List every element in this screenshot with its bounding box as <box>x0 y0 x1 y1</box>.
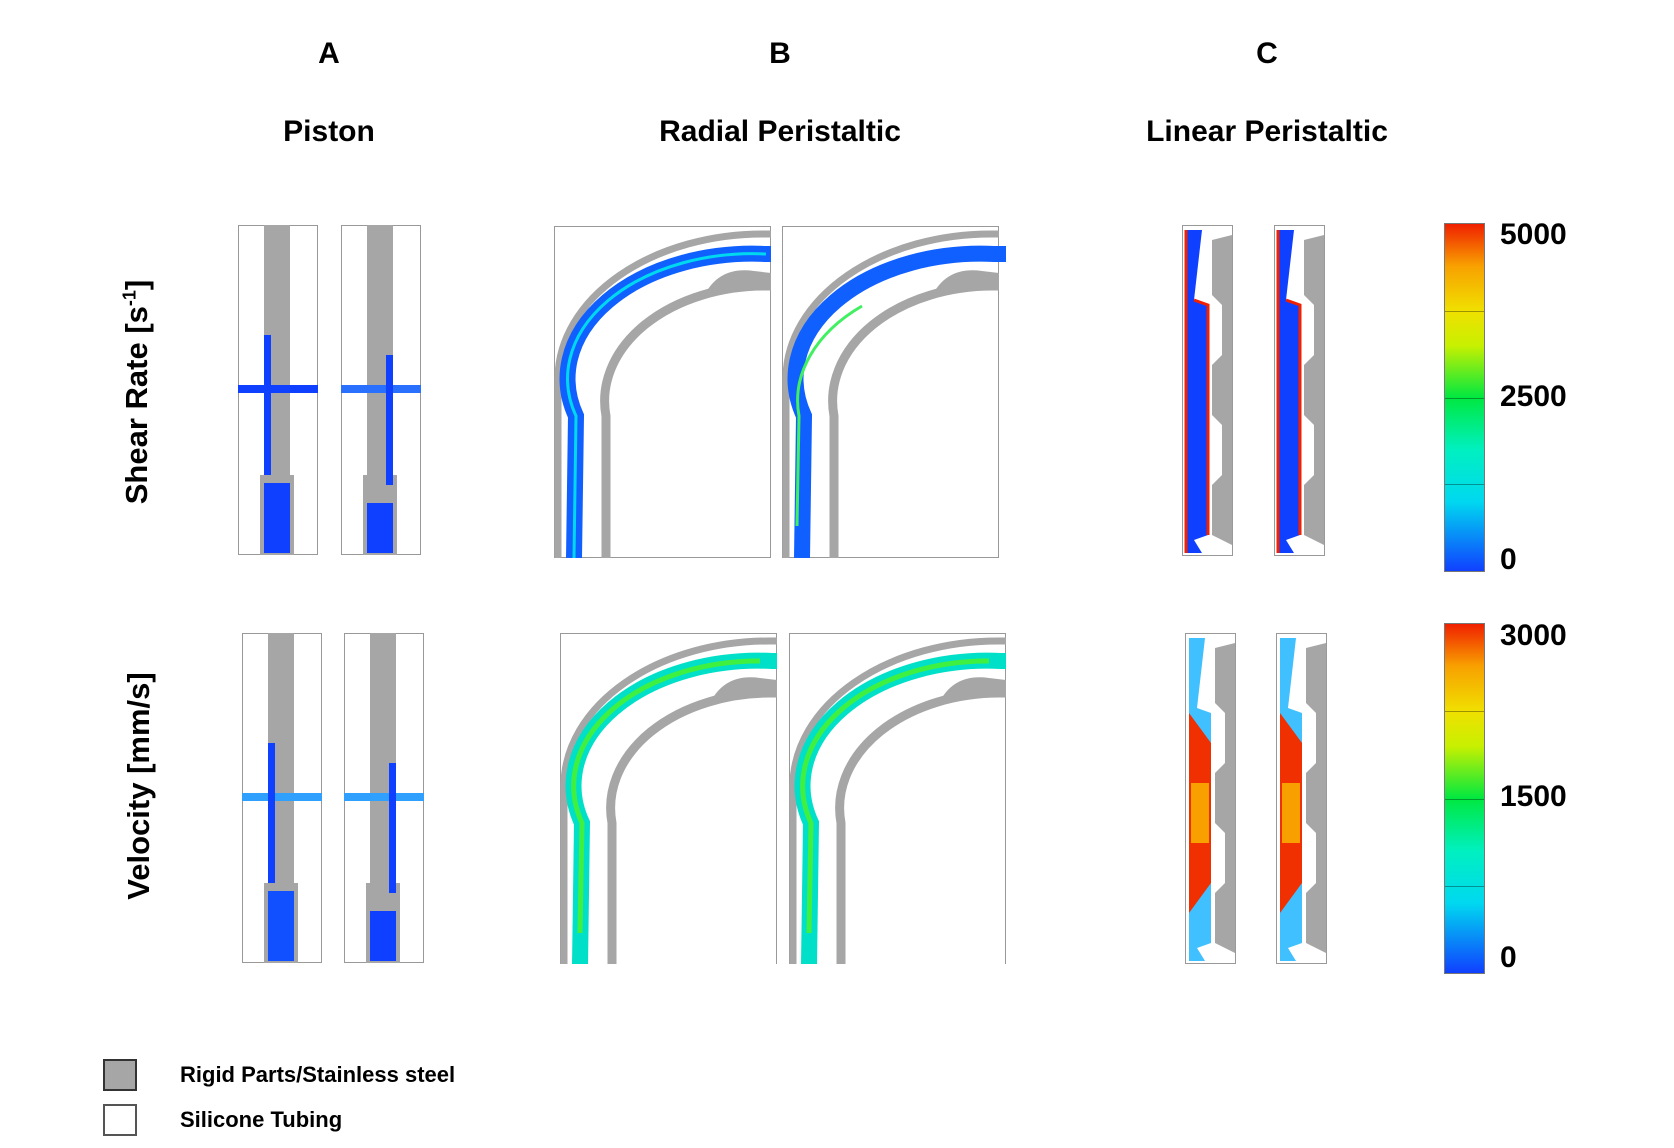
column-letter-a: A <box>318 37 340 70</box>
row-label-text: Shear Rate [s <box>119 306 154 505</box>
colorbar-label-min: 0 <box>1500 941 1517 974</box>
column-title-linear: Linear Peristaltic <box>1146 115 1388 148</box>
row-label-superscript: -1 <box>119 290 140 307</box>
colorbar-label-max: 3000 <box>1500 619 1567 652</box>
radial-velocity-panel-2 <box>789 633 1006 964</box>
legend-swatch-rigid <box>103 1059 137 1091</box>
linear-shear-panel-2 <box>1274 225 1325 556</box>
radial-velocity-panel-1 <box>560 633 777 964</box>
column-letter-b: B <box>769 37 791 70</box>
column-title-piston: Piston <box>283 115 375 148</box>
legend-label-rigid: Rigid Parts/Stainless steel <box>180 1062 456 1087</box>
legend-label-silicone: Silicone Tubing <box>180 1107 343 1132</box>
linear-velocity-panel-1 <box>1185 633 1236 964</box>
column-title-radial: Radial Peristaltic <box>659 115 901 148</box>
linear-shear-panel-1 <box>1182 225 1233 556</box>
piston-velocity-panel-1 <box>242 633 322 964</box>
piston-shear-panel-1 <box>238 225 318 556</box>
colorbar-label-mid: 1500 <box>1500 780 1567 813</box>
piston-velocity-panel-2 <box>344 633 424 964</box>
radial-shear-panel-1 <box>554 226 771 558</box>
piston-shear-panel-2 <box>341 225 421 556</box>
linear-velocity-panel-2 <box>1276 633 1327 964</box>
legend-swatch-silicone <box>103 1104 137 1136</box>
shear-rate-colorbar <box>1444 223 1485 572</box>
row-label-shear-rate: Shear Rate [s-1] <box>119 280 155 504</box>
row-label-velocity: Velocity [mm/s] <box>121 672 156 900</box>
column-letter-c: C <box>1256 37 1278 70</box>
colorbar-label-mid: 2500 <box>1500 380 1567 413</box>
velocity-colorbar <box>1444 623 1485 974</box>
row-label-end: ] <box>119 279 154 291</box>
radial-shear-panel-2 <box>782 226 1006 558</box>
colorbar-label-min: 0 <box>1500 543 1517 576</box>
colorbar-label-max: 5000 <box>1500 218 1567 251</box>
